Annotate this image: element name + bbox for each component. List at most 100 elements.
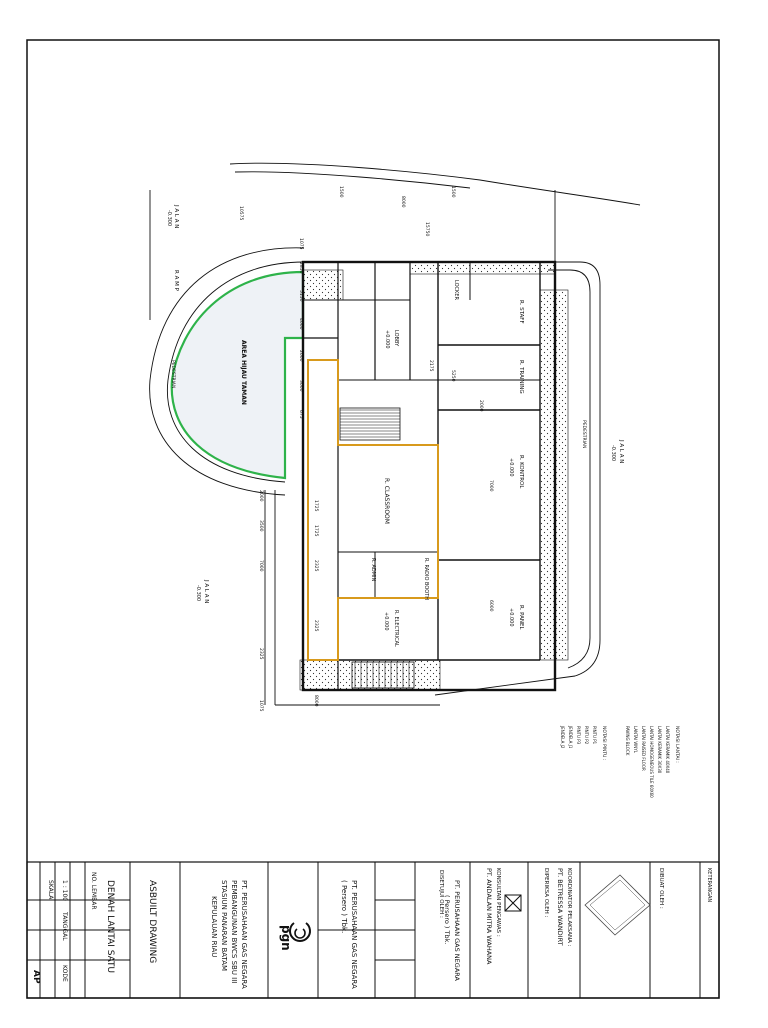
scale-value: 1 : 100 [61,880,68,901]
sheet-border [26,39,720,999]
site-roads [149,162,641,706]
dimension-value: 2325 [313,620,319,632]
legend-item-door: PINTU P3 [576,726,581,745]
dimension-value: 1075 [298,238,304,250]
drawing-type: ASBUILT DRAWING [147,880,157,963]
checked-label: DIPERIKSA OLEH : [543,868,549,918]
road-label-top: J A L A N [173,204,179,228]
approval-stamp [584,874,651,936]
legend-item-door: JENDELA J1 [568,725,573,749]
room-control-level: +0.000 [508,458,514,477]
room-lobby: LOBBY [393,330,399,347]
dimension-value: 4060 [298,318,304,330]
legend: NOTASI LANTAI : LANTAI KERAMIK 40X40LANT… [560,725,680,798]
owner-line-2: ( Persero ) Tbk. [340,880,348,933]
doc-number: AP [31,970,41,984]
road-level-top: -0.300 [166,210,172,226]
green-area-outline [170,270,305,480]
dimension-value: 10575 [238,206,244,220]
dimension-value: 2325 [313,560,319,572]
dimension-value: 1725 [313,500,319,512]
dimension-value: 2000 [258,490,264,502]
road-level-right: -0.300 [610,445,616,461]
date-label: TANGGAL [61,911,68,941]
company-line-2: PEMBANGUNAN BWCS SBU III [230,880,238,983]
dimension-value: 3000 [298,380,304,392]
legend-item-door: PINTU P1 [592,726,597,745]
dimension-value: 7000 [488,480,494,492]
legend-item-door: JENDELA J2 [560,725,565,749]
owner-line-1: PT. PERUSAHAAN GAS NEGARA [350,880,358,989]
legend-item-door: PINTU P2 [584,726,589,745]
legend-item: LANTAI KERAMIK 30X30 [657,726,662,774]
pavement-bottom [299,659,441,691]
room-electrical: R. ELECTRICAL [393,610,399,647]
dimension-value: 1725 [313,525,319,537]
owner-line-2b: ( Persero ) Tbk. [443,895,451,944]
pavement-corner [302,269,344,301]
dimension-value: 5250 [450,370,456,382]
green-area-label: AREA HIJAU TAMAN [240,340,247,405]
dimension-value: 1500 [338,186,344,198]
road-label-right: J A L A N [618,439,624,463]
pavement-top [409,261,556,275]
dimension-value: 5150 [298,290,304,302]
legend-item: LANTAI VINYL [633,726,638,754]
classroom-outline [307,359,439,661]
room-radio-booth: R. RADIO BOOTH [423,558,429,600]
dimension-value: 8000 [313,695,319,707]
dimension-value: 2000 [298,350,304,362]
legend-title: NOTASI LANTAI : [674,726,680,763]
notes-label: KETERANGAN [706,868,712,902]
company-line-1: PT. PERUSAHAAN GAS NEGARA [240,880,248,989]
ramp-label: R A M P [173,270,179,292]
logo-text: pgn [279,925,293,951]
room-panel: R. PANEL [518,605,524,630]
company-line-3: STASIUN PANARAN BATAM [220,880,228,971]
legend-title-2: NOTASI PINTU : [601,726,607,760]
dimension-value: 2000 [478,400,484,412]
dimension-value: 7000 [258,560,264,572]
room-staff: R. STAFF [518,300,524,324]
legend-item: LANTAI HOMOGENEOUS TILE 60X60 [649,726,654,798]
pgn-logo: pgn [279,922,311,951]
room-panel-level: +0.000 [508,608,514,627]
contractor-name: PT. BETRESSA WANDIRT [556,868,564,946]
owner-line-1b: PT. PERUSAHAAN GAS NEGARA [453,880,461,982]
room-classroom: R. CLASSROOM [383,478,390,524]
room-lobby-level: +0.000 [384,330,390,349]
contractor-label: KOORDINATOR PELAKSANA : [566,868,572,947]
dimension-value: 6000 [488,600,494,612]
pedestrian-label-left: PEDESTRIAN [170,360,176,388]
building-walls [301,260,557,692]
dimension-value: 1075 [258,700,264,712]
room-labels: R. CLASSROOM R. KONTROL +0.000 R. PANEL … [370,280,524,647]
approved-label: DISETUJUI OLEH : [438,870,444,918]
room-control: R. KONTROL [518,455,524,489]
dimension-value: 8000 [400,196,406,208]
room-training: R. TRAINING [518,360,524,394]
dimension-value: 15750 [424,222,430,236]
dimension-value: 1500 [450,186,456,198]
pedestrian-label-right: PEDESTRIAN [581,420,587,448]
consultant-name: PT. ANDALAN MITRA WAHANA [485,868,493,965]
road-labels: J A L A N -0.300 J A L A N -0.300 J A L … [166,204,624,603]
dimension-value: 2325 [258,648,264,660]
company-line-4: KEPULAUAN RIAU [210,896,218,957]
sheet-label: NO. LEMBAR [90,872,97,909]
room-locker: LOCKER [453,280,459,300]
dimension-value: 2850 [298,262,304,274]
consultant-stamp [504,894,522,912]
code-label: KODE [61,965,68,982]
legend-item: PAVING BLOCK [625,726,630,756]
room-electrical-level: +0.000 [383,612,389,631]
title-block: SKALA 1 : 100 TANGGAL NO. LEMBAR KODE AP… [26,861,720,999]
dimension-labels: 10575 1500 8000 1500 15750 1075 2850 5150 4060 20… [238,186,494,712]
drawn-label: DIBUAT OLEH : [658,868,664,909]
room-admin: R. ADMIN [370,558,376,582]
drawing-title: DENAH LANTAI SATU [105,880,115,973]
dimension-value: 2175 [428,360,434,372]
stairs [339,407,415,689]
